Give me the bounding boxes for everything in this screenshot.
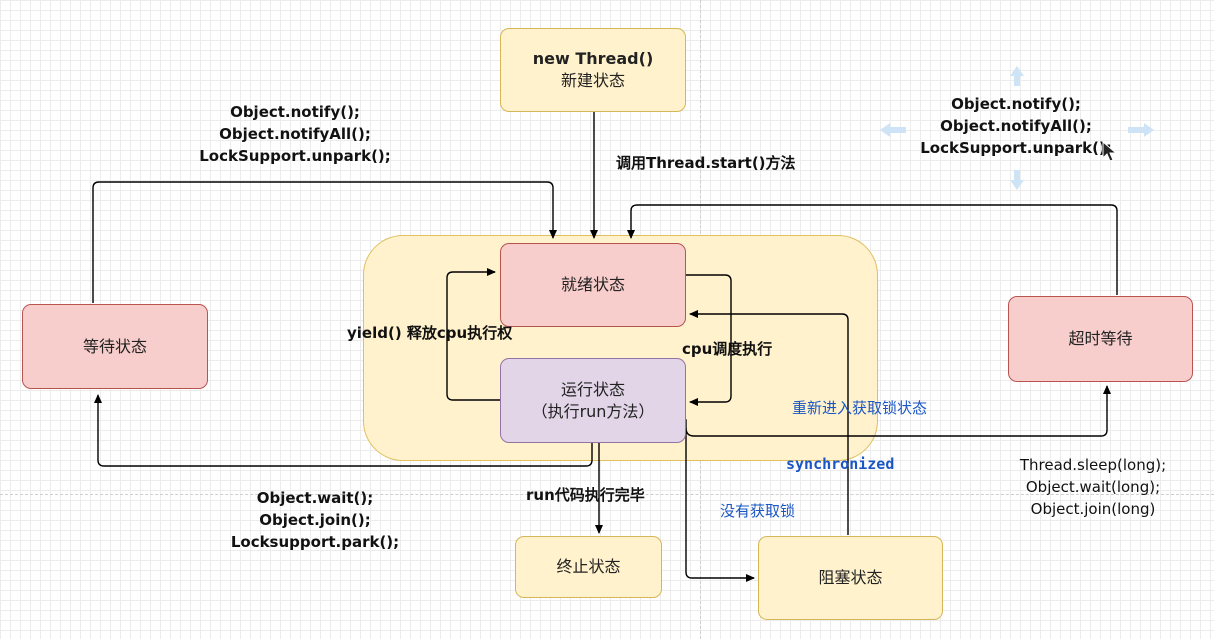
node-waiting-label: 等待状态	[82, 336, 147, 356]
wait-calls-line: Locksupport.park();	[230, 533, 400, 551]
node-waiting[interactable]: 等待状态	[22, 304, 208, 389]
label-wait-calls: Object.wait(); Object.join(); Locksuppor…	[190, 487, 440, 553]
label-synchronized: synchronized	[786, 455, 895, 473]
edge-waiting-to-ready	[92, 181, 557, 303]
edge-running-to-waiting	[94, 394, 593, 467]
node-running-subtitle: （执行run方法）	[531, 401, 655, 421]
label-run-complete: run代码执行完毕	[526, 486, 645, 504]
wait-calls-line: Object.join();	[259, 511, 371, 529]
mouse-cursor-icon	[1102, 140, 1118, 162]
notify-left-line: Object.notifyAll();	[219, 125, 371, 143]
notify-left-line: Object.notify();	[230, 103, 360, 121]
node-ready-label: 就绪状态	[560, 275, 625, 294]
timed-calls-line: Object.wait(long);	[1025, 478, 1161, 496]
label-notify-right: Object.notify(); Object.notifyAll(); Loc…	[890, 93, 1142, 159]
notify-left-line: LockSupport.unpark();	[199, 147, 391, 165]
label-start: 调用Thread.start()方法	[616, 154, 796, 172]
edge-blocked-to-ready	[689, 310, 849, 535]
label-no-lock: 没有获取锁	[720, 502, 796, 520]
edge-yield	[446, 268, 500, 401]
node-new-thread-title: new Thread()	[532, 49, 654, 68]
node-blocked-label: 阻塞状态	[818, 568, 883, 587]
node-terminated-label: 终止状态	[556, 557, 621, 576]
node-blocked[interactable]: 阻塞状态	[758, 536, 943, 620]
edge-running-to-blocked	[682, 419, 755, 582]
wait-calls-line: Object.wait();	[256, 489, 374, 507]
move-arrows-icon[interactable]	[972, 62, 1062, 192]
node-timed-waiting[interactable]: 超时等待	[1008, 296, 1193, 382]
label-reacquire-lock: 重新进入获取锁状态	[792, 399, 928, 417]
page-break-horizontal	[0, 494, 1214, 495]
notify-right-line: LockSupport.unpark();	[920, 139, 1112, 157]
node-running-title: 运行状态	[560, 379, 625, 399]
edge-timed-to-ready	[627, 204, 1118, 295]
move-arrows-right-icon	[1128, 123, 1154, 137]
label-timed-calls: Thread.sleep(long); Object.wait(long); O…	[1000, 454, 1186, 520]
edge-running-to-timed	[685, 385, 1111, 437]
label-notify-left: Object.notify(); Object.notifyAll(); Loc…	[170, 101, 420, 167]
edge-cpu-schedule	[686, 274, 732, 406]
move-arrows-left-icon	[880, 123, 906, 137]
timed-calls-line: Thread.sleep(long);	[1019, 456, 1167, 474]
label-cpu-schedule: cpu调度执行	[682, 340, 773, 358]
notify-right-line: Object.notify();	[951, 95, 1081, 113]
node-terminated[interactable]: 终止状态	[515, 536, 662, 598]
node-new-thread-subtitle: 新建状态	[560, 71, 625, 90]
node-ready[interactable]: 就绪状态	[500, 243, 686, 327]
timed-calls-line: Object.join(long)	[1030, 500, 1156, 518]
node-timed-waiting-label: 超时等待	[1068, 329, 1133, 348]
node-running[interactable]: 运行状态 （执行run方法）	[500, 358, 686, 443]
label-yield: yield() 释放cpu执行权	[347, 324, 513, 342]
node-new-thread[interactable]: new Thread() 新建状态	[500, 28, 686, 112]
notify-right-line: Object.notifyAll();	[940, 117, 1092, 135]
